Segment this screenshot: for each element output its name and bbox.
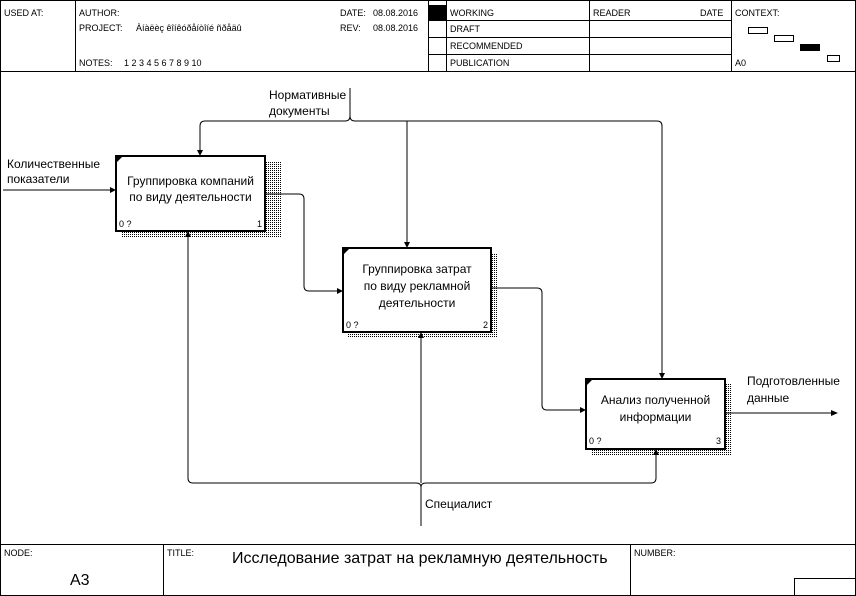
context-node-box	[748, 27, 768, 34]
activity-box-2[interactable]	[342, 247, 492, 333]
context-label: CONTEXT:	[735, 8, 780, 18]
date-label: DATE:	[340, 8, 366, 18]
flow-arrow-1-2[interactable]	[265, 193, 339, 292]
flow-arrow-2-3[interactable]	[491, 287, 582, 411]
arrowhead	[418, 332, 424, 338]
output-label-line2: данные	[747, 391, 790, 405]
status-working: WORKING	[450, 8, 494, 18]
control-arrow-branch-1[interactable]	[199, 88, 351, 152]
box-1-cost: 0 ?	[119, 219, 132, 229]
diagram-title: Исследование затрат на рекламную деятель…	[232, 550, 608, 567]
author-label: AUTHOR:	[79, 8, 120, 18]
footer-page-box	[794, 578, 856, 596]
notes-numbers: 1 2 3 4 5 6 7 8 9 10	[124, 58, 202, 68]
arrowhead	[197, 150, 203, 156]
box-3-label-line2: информации	[619, 410, 692, 424]
rev-label: REV:	[340, 23, 361, 33]
arrowhead	[659, 373, 665, 379]
used-at-label: USED AT:	[4, 8, 44, 18]
box-2-label-line2: по виду рекламной	[363, 279, 471, 293]
title-label: TITLE:	[167, 548, 195, 558]
control-arrow-branch-3[interactable]	[349, 115, 663, 375]
arrowhead	[831, 410, 838, 416]
node-label: NODE:	[4, 548, 33, 558]
control-label-line2: документы	[269, 104, 330, 118]
activity-box-1[interactable]	[115, 155, 266, 232]
box-3-cost: 0 ?	[589, 436, 602, 446]
box-1-label-line1: Группировка компаний	[127, 174, 254, 188]
project-label: PROJECT:	[79, 23, 123, 33]
activity-box-3[interactable]	[585, 378, 726, 450]
working-status-marker	[429, 5, 446, 20]
date-value: 08.08.2016	[373, 8, 419, 18]
arrowhead	[337, 288, 343, 294]
status-draft: DRAFT	[450, 24, 480, 34]
input-label-line1: Количественные	[7, 157, 100, 171]
context-node-box-current	[800, 44, 820, 51]
status-publication: PUBLICATION	[450, 58, 510, 68]
arrowhead	[110, 187, 116, 193]
rev-value: 08.08.2016	[373, 23, 419, 33]
box-2-label-line3: деятельности	[378, 296, 456, 310]
arrowhead	[653, 449, 659, 455]
control-label-line1: Нормативные	[269, 88, 347, 102]
box-3-label-line1: Анализ полученной	[600, 393, 711, 407]
context-node-box	[827, 55, 840, 62]
notes-label: NOTES:	[79, 58, 113, 68]
number-label: NUMBER:	[634, 548, 676, 558]
context-node: A0	[735, 58, 747, 68]
mechanism-label: Специалист	[425, 497, 493, 511]
box-2-label-line1: Группировка затрат	[362, 262, 472, 276]
arrowhead	[185, 231, 191, 237]
arrowhead	[404, 242, 410, 248]
box-2-cost: 0 ?	[346, 320, 359, 330]
arrowhead	[580, 407, 586, 413]
reader-date-label: DATE	[700, 8, 724, 18]
input-label-line2: показатели	[7, 172, 70, 186]
box-corner-marker	[586, 379, 593, 386]
mechanism-arrow-branch-1[interactable]	[187, 236, 422, 488]
reader-label: READER	[593, 8, 631, 18]
node-value: A3	[70, 572, 90, 589]
box-3-number: 3	[716, 436, 722, 446]
context-node-box	[774, 35, 794, 42]
mechanism-arrow-branch-3[interactable]	[420, 454, 657, 488]
box-1-label-line2: по виду деятельности	[129, 190, 252, 204]
box-corner-marker	[343, 248, 350, 255]
output-label-line1: Подготовленные	[747, 374, 840, 388]
status-recommended: RECOMMENDED	[450, 41, 523, 51]
project-value: Àíàëèç êîíêóðåíòîíé ñðåäû	[136, 23, 242, 33]
box-corner-marker	[116, 156, 123, 163]
box-1-number: 1	[257, 219, 263, 229]
box-2-number: 2	[483, 320, 489, 330]
